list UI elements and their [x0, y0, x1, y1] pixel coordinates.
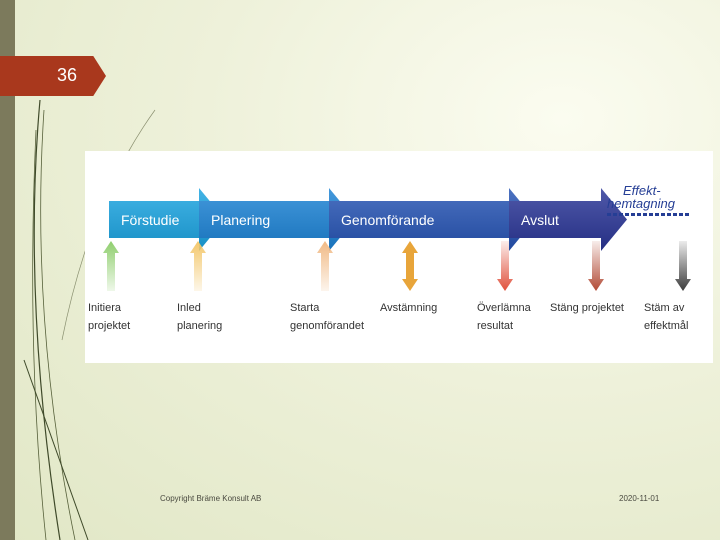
stage-label: Förstudie [121, 212, 180, 228]
milestone-label-line1: Avstämning [380, 302, 437, 314]
effect-dotted-bar [619, 213, 623, 216]
effect-dotted-bar [637, 213, 641, 216]
milestone-arrow [675, 241, 691, 291]
milestone-arrow [588, 241, 604, 291]
effect-dotted-bar [643, 213, 647, 216]
stage-label: Planering [211, 212, 270, 228]
effect-dotted-bar [607, 213, 611, 216]
milestone-label-line2: genomförandet [290, 320, 364, 332]
slide-number-badge: 36 [0, 56, 106, 96]
milestone-label-line2: resultat [477, 320, 513, 332]
effect-dotted-bar [649, 213, 653, 216]
slide-number: 36 [57, 65, 78, 85]
milestone-arrow [402, 241, 418, 291]
stage-arrow [109, 188, 225, 251]
effect-label-line1: Effekt- [623, 183, 661, 198]
effect-dotted-bar [661, 213, 665, 216]
effect-dotted-bar [631, 213, 635, 216]
milestone-arrow [190, 241, 206, 291]
left-accent-bar [0, 0, 15, 540]
effect-dotted-bar [613, 213, 617, 216]
milestone-label-line1: Initiera [88, 302, 122, 314]
stage-arrow [199, 188, 355, 251]
effect-label-line2: hemtagning [607, 196, 676, 211]
stage-arrow [509, 188, 627, 251]
milestone-label-line1: Stäng projektet [550, 302, 624, 314]
milestone-label-line1: Stäm av [644, 302, 685, 314]
milestone-label-line2: projektet [88, 320, 130, 332]
milestone-arrow [317, 241, 333, 291]
effect-dotted-bar [679, 213, 683, 216]
diagram-canvas: Förstudie Planering Genomförande Avslut Effe… [88, 183, 691, 332]
effect-dotted-bar [625, 213, 629, 216]
stage-label: Genomförande [341, 212, 435, 228]
effect-dotted-bar [667, 213, 671, 216]
effect-dotted-bar [655, 213, 659, 216]
effect-dotted-bar [685, 213, 689, 216]
footer-date: 2020-11-01 [619, 494, 660, 503]
milestone-arrow [103, 241, 119, 291]
milestone-label-line1: Överlämna [477, 302, 532, 314]
milestone-label-line2: effektmål [644, 320, 688, 332]
project-phase-diagram: Förstudie Planering Genomförande Avslut Effe… [85, 151, 713, 363]
stage-arrow [329, 188, 535, 251]
milestone-label-line2: planering [177, 320, 222, 332]
footer-copyright: Copyright Bräme Konsult AB [160, 494, 262, 503]
stage-label: Avslut [521, 212, 559, 228]
milestone-label-line1: Starta [290, 302, 320, 314]
effect-dotted-bar [673, 213, 677, 216]
milestone-label-line1: Inled [177, 302, 201, 314]
milestone-arrow [497, 241, 513, 291]
